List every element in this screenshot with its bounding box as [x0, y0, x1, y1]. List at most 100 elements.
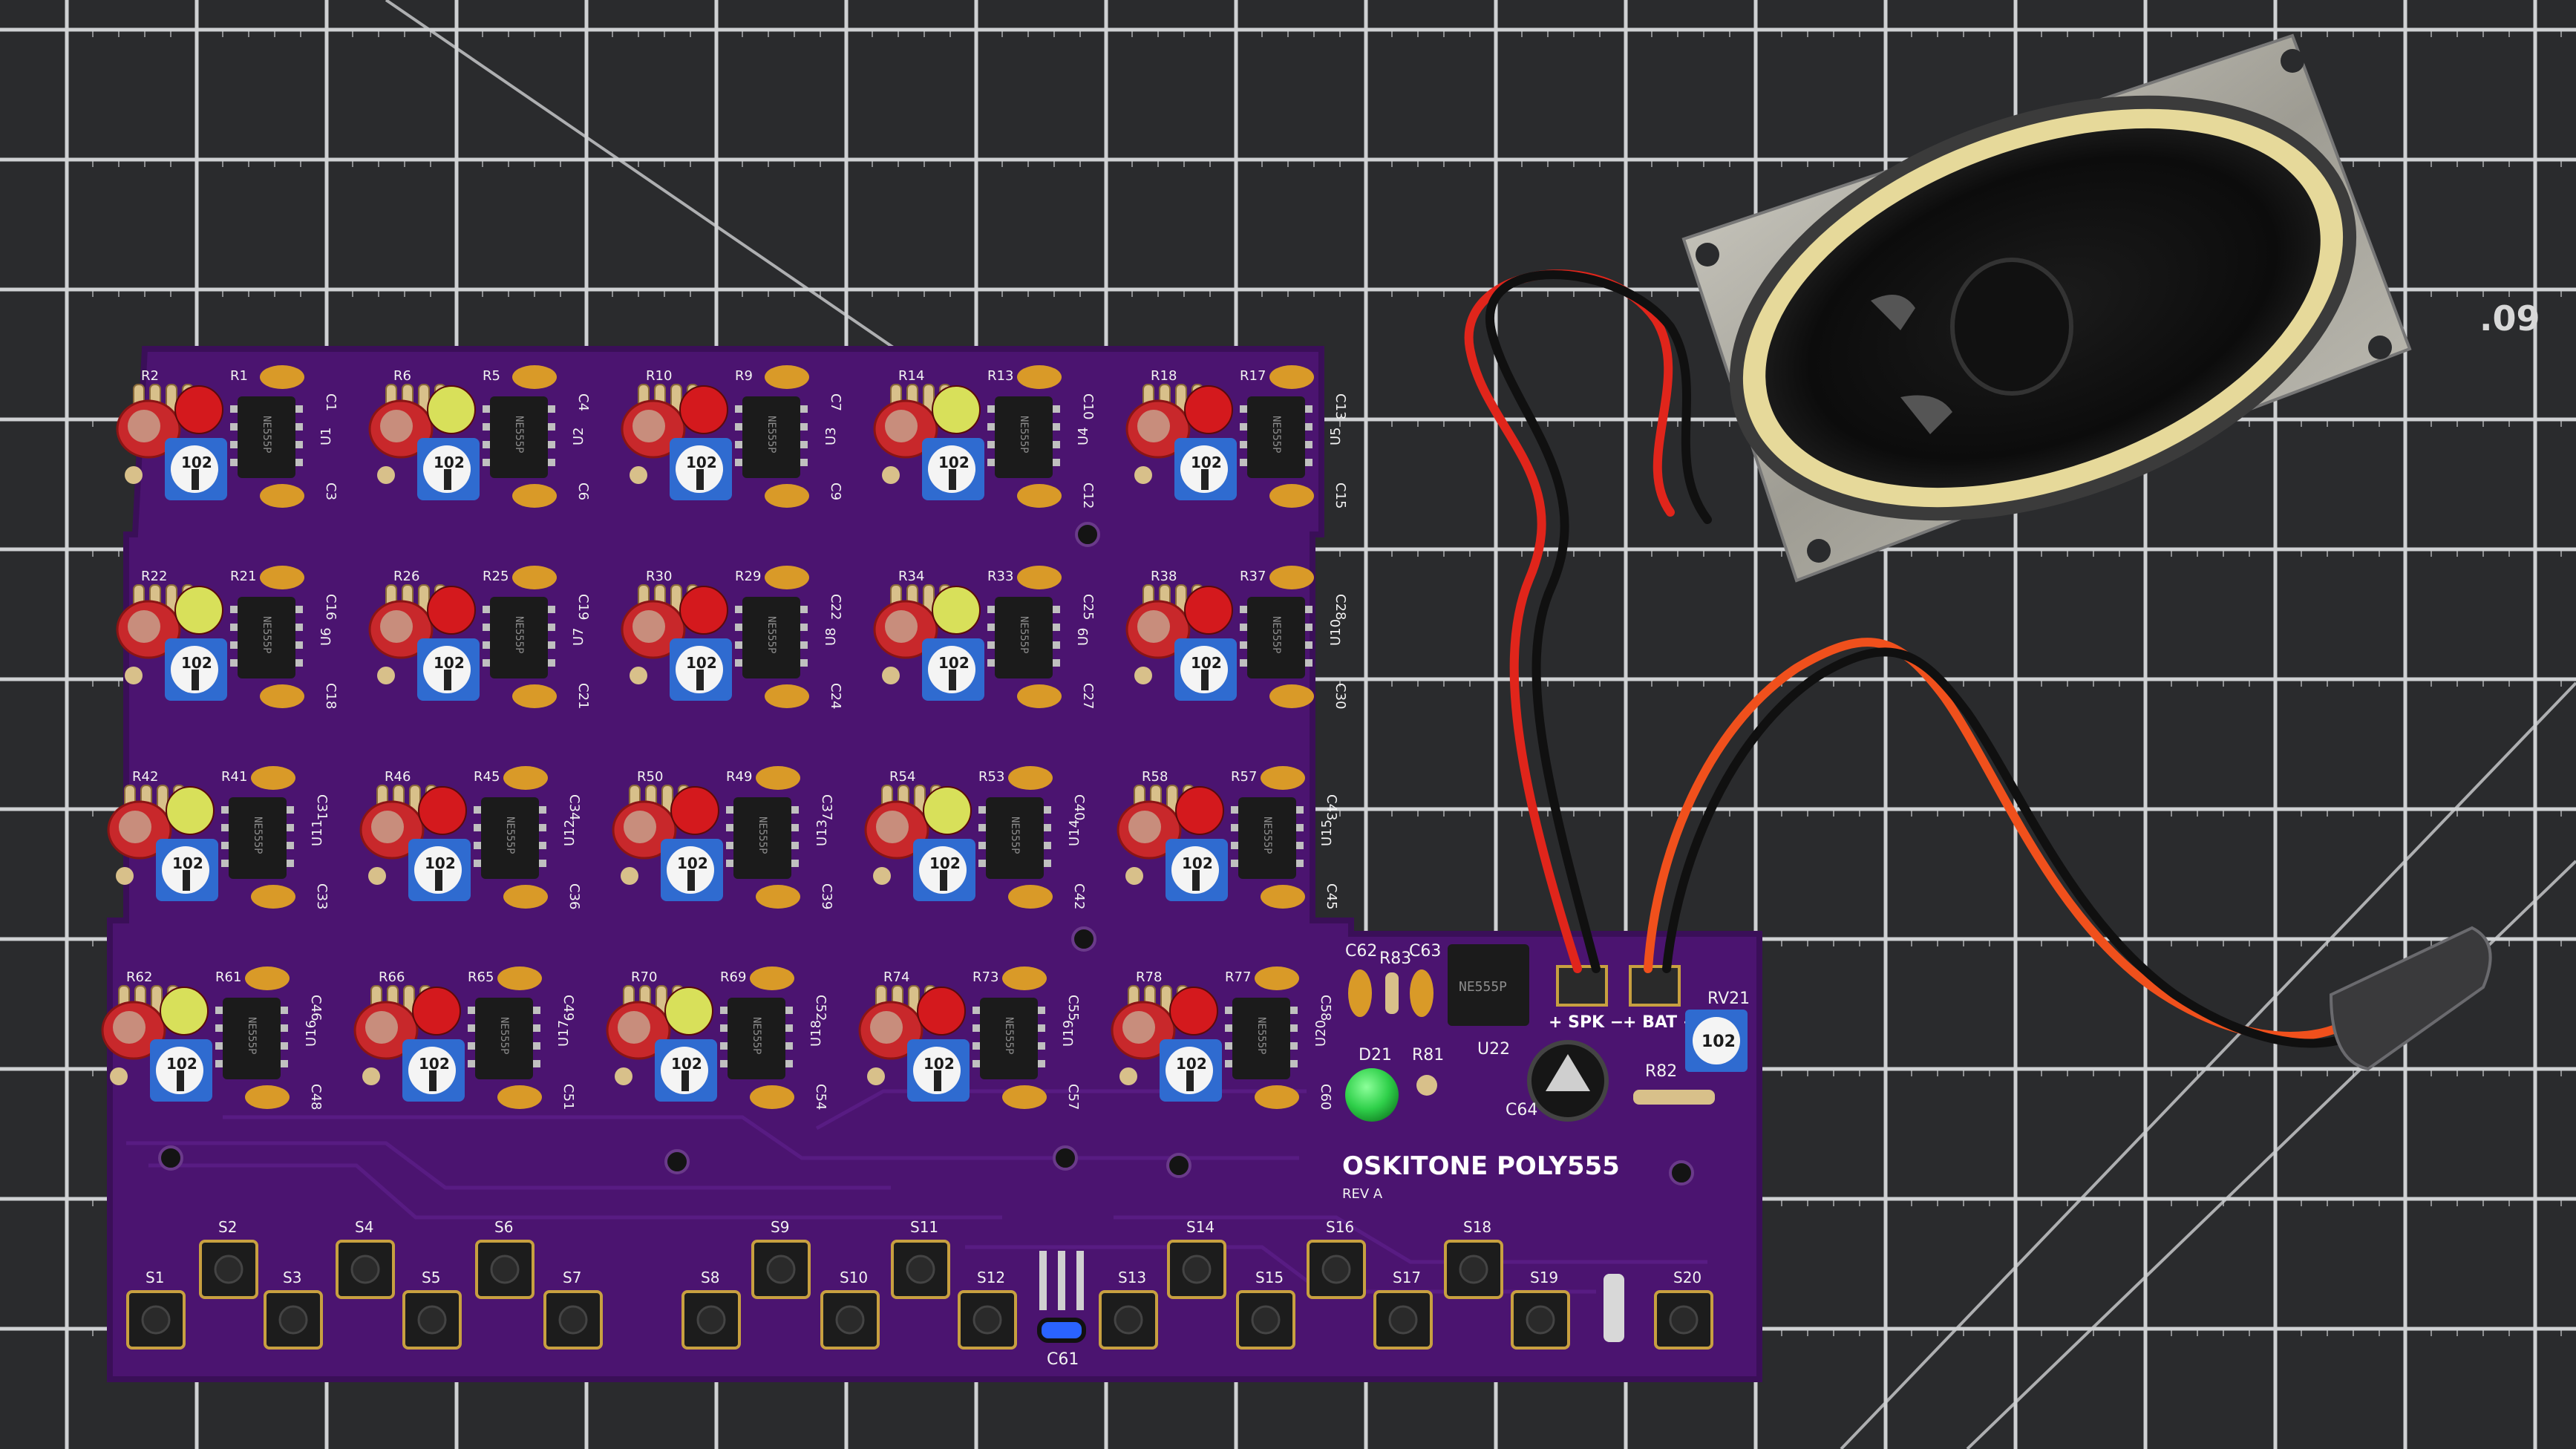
switch-actuator[interactable]: [558, 1305, 588, 1335]
speaker-mount-hole: [2281, 49, 2304, 73]
ic-555-marking: NE555P: [513, 416, 525, 454]
board-title: OSKITONE POLY555: [1342, 1151, 1620, 1181]
tactile-switch[interactable]: S7: [543, 1269, 603, 1350]
mount-hole: [1053, 1145, 1078, 1171]
electrolytic-cap-top: [870, 1011, 903, 1044]
tactile-switch[interactable]: S1: [126, 1269, 186, 1350]
ceramic-cap: [497, 966, 542, 990]
tactile-switch[interactable]: S3: [264, 1269, 323, 1350]
switch-actuator[interactable]: [906, 1255, 935, 1284]
ic-pin: [468, 1007, 475, 1014]
capacitor-label: C48: [308, 1084, 324, 1110]
ic-pin: [1053, 441, 1060, 448]
mount-hole: [1166, 1153, 1191, 1178]
tactile-switch[interactable]: S15: [1236, 1269, 1295, 1350]
switch-actuator[interactable]: [417, 1305, 447, 1335]
switch-actuator[interactable]: [1669, 1305, 1699, 1335]
switch-actuator[interactable]: [141, 1305, 171, 1335]
tactile-switch[interactable]: S8: [681, 1269, 741, 1350]
switch-actuator[interactable]: [972, 1305, 1002, 1335]
ic-pin: [230, 405, 238, 413]
electrolytic-cap-top: [380, 610, 413, 643]
pcb-trace: [1114, 1215, 1707, 1264]
switch-actuator[interactable]: [696, 1305, 726, 1335]
tactile-switch[interactable]: S12: [958, 1269, 1017, 1350]
tactile-switch[interactable]: S20: [1654, 1269, 1713, 1350]
capacitor-label: C4: [575, 393, 591, 411]
ic-label: U13: [814, 820, 830, 846]
switch-actuator[interactable]: [350, 1255, 380, 1284]
ic-pin: [785, 1060, 793, 1067]
switch-actuator[interactable]: [1182, 1255, 1212, 1284]
switch-actuator[interactable]: [1526, 1305, 1555, 1335]
ic-555: [490, 396, 548, 478]
ceramic-cap: [1017, 684, 1062, 708]
tactile-switch[interactable]: S6: [475, 1218, 535, 1299]
switch-actuator[interactable]: [214, 1255, 243, 1284]
trimmer-marking: 102: [677, 854, 708, 872]
tactile-switch[interactable]: S5: [402, 1269, 462, 1350]
switch-actuator[interactable]: [1459, 1255, 1488, 1284]
ic-pin: [548, 459, 555, 466]
ic-pin: [295, 606, 303, 613]
ceramic-cap: [1255, 966, 1299, 990]
capacitor-label: C25: [1080, 594, 1096, 620]
switch-actuator[interactable]: [766, 1255, 796, 1284]
tactile-switch[interactable]: S18: [1444, 1218, 1503, 1299]
tactile-switch[interactable]: S16: [1307, 1218, 1366, 1299]
ic-pin: [215, 1007, 223, 1014]
ic-pin: [1038, 1042, 1045, 1050]
ic-pin: [987, 459, 995, 466]
switch-actuator[interactable]: [278, 1305, 308, 1335]
ic-pin: [987, 659, 995, 667]
ic-pin: [800, 641, 808, 649]
switch-actuator[interactable]: [1114, 1305, 1143, 1335]
resistor-label: R6: [393, 368, 411, 384]
ic-pin: [221, 860, 229, 867]
capacitor-label: C22: [828, 594, 843, 620]
trimmer-marking: 102: [1191, 454, 1222, 471]
capacitor-label: C60: [1318, 1084, 1333, 1110]
ic-pin: [987, 441, 995, 448]
led-green-power: [1345, 1068, 1399, 1122]
capacitor-label: C57: [1065, 1084, 1081, 1110]
led-red: [1184, 385, 1233, 434]
tactile-switch[interactable]: S11: [891, 1218, 950, 1299]
tactile-switch[interactable]: S17: [1373, 1269, 1433, 1350]
tactile-switch[interactable]: S14: [1167, 1218, 1226, 1299]
ic-pin: [726, 860, 733, 867]
switch-actuator[interactable]: [490, 1255, 520, 1284]
ic-pin: [483, 405, 490, 413]
ic-pin: [1053, 624, 1060, 631]
tactile-switch[interactable]: S4: [336, 1218, 395, 1299]
ceramic-cap: [260, 684, 304, 708]
ic-label: U1: [318, 427, 334, 445]
ic-pin: [1305, 641, 1312, 649]
ic-555-marking: NE555P: [765, 416, 777, 454]
ic-pin: [474, 860, 481, 867]
tactile-switch[interactable]: S10: [820, 1269, 880, 1350]
ic-555-marking: NE555P: [1270, 416, 1282, 454]
resistor-label: R17: [1240, 368, 1266, 384]
switch-actuator[interactable]: [1251, 1305, 1281, 1335]
tactile-switch[interactable]: S19: [1511, 1269, 1570, 1350]
resistor-label: R62: [126, 969, 152, 985]
electrolytic-cap-top: [128, 610, 160, 643]
tactile-switch[interactable]: S2: [199, 1218, 258, 1299]
resistor-label: R46: [385, 769, 411, 785]
ceramic-cap: [1008, 885, 1053, 909]
tactile-switch[interactable]: S9: [751, 1218, 811, 1299]
mount-hole: [1075, 522, 1100, 547]
switch-actuator[interactable]: [835, 1305, 865, 1335]
tactile-switch[interactable]: S13: [1099, 1269, 1158, 1350]
ceramic-cap: [1348, 969, 1372, 1017]
trimmer-slot: [940, 870, 947, 891]
resistor: [621, 867, 638, 885]
trimmer-slot: [949, 670, 956, 690]
switch-actuator[interactable]: [1321, 1255, 1351, 1284]
ic-pin: [791, 806, 799, 814]
switch-actuator[interactable]: [1388, 1305, 1418, 1335]
ceramic-cap: [260, 566, 304, 589]
